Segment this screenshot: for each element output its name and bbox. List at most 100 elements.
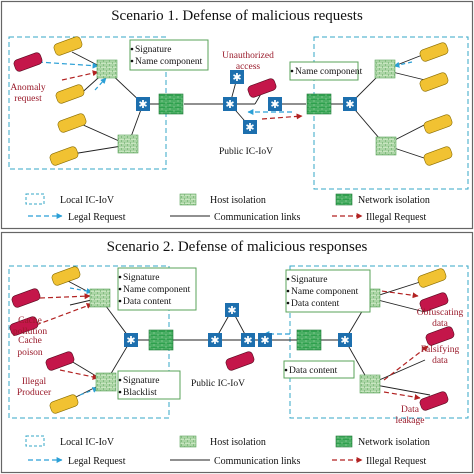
svg-text:✱: ✱ <box>260 335 269 347</box>
network-isolation <box>296 329 322 351</box>
callout-item: Signature <box>291 275 327 285</box>
callout-item: Signature <box>123 273 159 283</box>
cache-poison-label: Cache <box>18 336 42 346</box>
callout-item: Blacklist <box>123 388 157 398</box>
car-icon <box>423 146 453 166</box>
illegal-request-arrow <box>59 369 99 380</box>
cache-pollution-label: Cache <box>18 316 42 326</box>
anomaly-label: request <box>14 94 42 104</box>
svg-text:✱: ✱ <box>210 335 219 347</box>
legend-legal: Legal Request <box>68 456 126 467</box>
callout-item: Signature <box>135 45 171 55</box>
scenario2: Scenario 2. Defense of malicious respons… <box>8 239 469 467</box>
legend-network: Network isolation <box>358 195 430 206</box>
host-isolation <box>374 59 396 79</box>
cache-poison-label: poison <box>17 348 43 358</box>
svg-text:✱: ✱ <box>340 335 349 347</box>
router-icon: ✱ <box>136 97 150 111</box>
car-icon <box>419 42 449 62</box>
callout-item: Data content <box>123 297 172 307</box>
scenario2-frame <box>0 231 474 474</box>
unauthorized-label: access <box>236 62 261 72</box>
callout-item: Name component <box>123 285 191 295</box>
router-icon: ✱ <box>241 333 255 347</box>
host-isolation <box>375 136 397 156</box>
legend-network: Network isolation <box>358 437 430 448</box>
falsifying-label: data <box>432 356 449 366</box>
falsifying-label: Falsifying <box>421 344 460 355</box>
legend-local-swatch <box>25 193 45 205</box>
malicious-car-icon <box>419 391 449 411</box>
malicious-car-icon <box>11 288 41 308</box>
router-icon: ✱ <box>230 70 244 84</box>
local-ic-iov-left <box>8 36 167 170</box>
svg-text:✱: ✱ <box>245 122 254 134</box>
router-icon: ✱ <box>338 333 352 347</box>
callout-item: Name component <box>291 287 359 297</box>
legend-local: Local IC-IoV <box>60 195 115 206</box>
legend-illegal: Illegal Request <box>366 212 426 223</box>
malicious-car-icon <box>247 78 277 98</box>
router-icon: ✱ <box>124 333 138 347</box>
legend-illegal: Illegal Request <box>366 456 426 467</box>
legend: Local IC-IoV Host isolation Network isol… <box>25 435 430 467</box>
car-icon <box>417 268 447 288</box>
legend-network-swatch <box>335 435 353 448</box>
legend-local: Local IC-IoV <box>60 437 115 448</box>
svg-text:✱: ✱ <box>126 335 135 347</box>
legend-host: Host isolation <box>210 437 266 448</box>
legend-host-swatch <box>179 193 197 206</box>
data-leakage-label: Data <box>401 405 420 415</box>
legend-host-swatch <box>179 435 197 448</box>
host-isolation <box>95 372 117 392</box>
malicious-car-icon <box>9 316 39 336</box>
anomaly-label: Anomaly <box>10 83 46 93</box>
legal-request-arrow <box>94 77 107 91</box>
callout-box <box>283 360 355 379</box>
svg-text:✱: ✱ <box>138 99 147 111</box>
car-icon <box>419 72 449 92</box>
car-icon <box>57 113 87 133</box>
public-ic-iov-label: Public IC-IoV <box>191 379 245 389</box>
callout-item: Name component <box>295 67 363 77</box>
router-icon: ✱ <box>268 97 282 111</box>
unauthorized-label: Unauthorized <box>222 51 274 61</box>
router-icon: ✱ <box>243 120 257 134</box>
scenario2-title: Scenario 2. Defense of malicious respons… <box>107 239 368 255</box>
router-icon: ✱ <box>225 303 239 317</box>
illegal-producer-label: Illegal <box>22 377 47 387</box>
illegal-request-arrow <box>35 303 93 326</box>
callout-box <box>129 39 209 71</box>
illegal-request-arrow <box>61 70 99 81</box>
car-icon <box>49 146 79 166</box>
car-icon <box>423 114 453 134</box>
router-icon: ✱ <box>343 97 357 111</box>
router-icon: ✱ <box>223 97 237 111</box>
data-leakage-label: leakage <box>395 416 424 426</box>
callout-item: Name component <box>135 57 203 67</box>
svg-text:✱: ✱ <box>227 305 236 317</box>
legend-comm: Communication links <box>214 456 300 467</box>
scenario1-title: Scenario 1. Defense of malicious request… <box>111 8 363 24</box>
legal-request-arrow <box>37 61 99 69</box>
svg-text:✱: ✱ <box>232 72 241 84</box>
illegal-request-arrow <box>383 391 421 401</box>
illegal-request-arrow <box>373 289 419 299</box>
malicious-car-icon <box>225 351 255 371</box>
svg-text:✱: ✱ <box>243 335 252 347</box>
legal-request-arrow <box>393 61 413 68</box>
malicious-car-icon <box>13 52 43 72</box>
callout-box <box>117 370 181 400</box>
car-icon <box>55 84 85 104</box>
callout-item: Data content <box>289 366 338 376</box>
obfuscating-label: data <box>432 319 449 329</box>
illegal-request-arrow <box>383 345 429 381</box>
legend: Local IC-IoV Host isolation Network isol… <box>25 193 430 223</box>
malicious-car-icon <box>45 351 75 371</box>
legal-request-arrow <box>69 287 93 294</box>
malicious-car-icon <box>425 326 455 346</box>
host-isolation <box>96 59 118 79</box>
legend-legal: Legal Request <box>68 212 126 223</box>
scenario1-frame <box>0 0 474 230</box>
